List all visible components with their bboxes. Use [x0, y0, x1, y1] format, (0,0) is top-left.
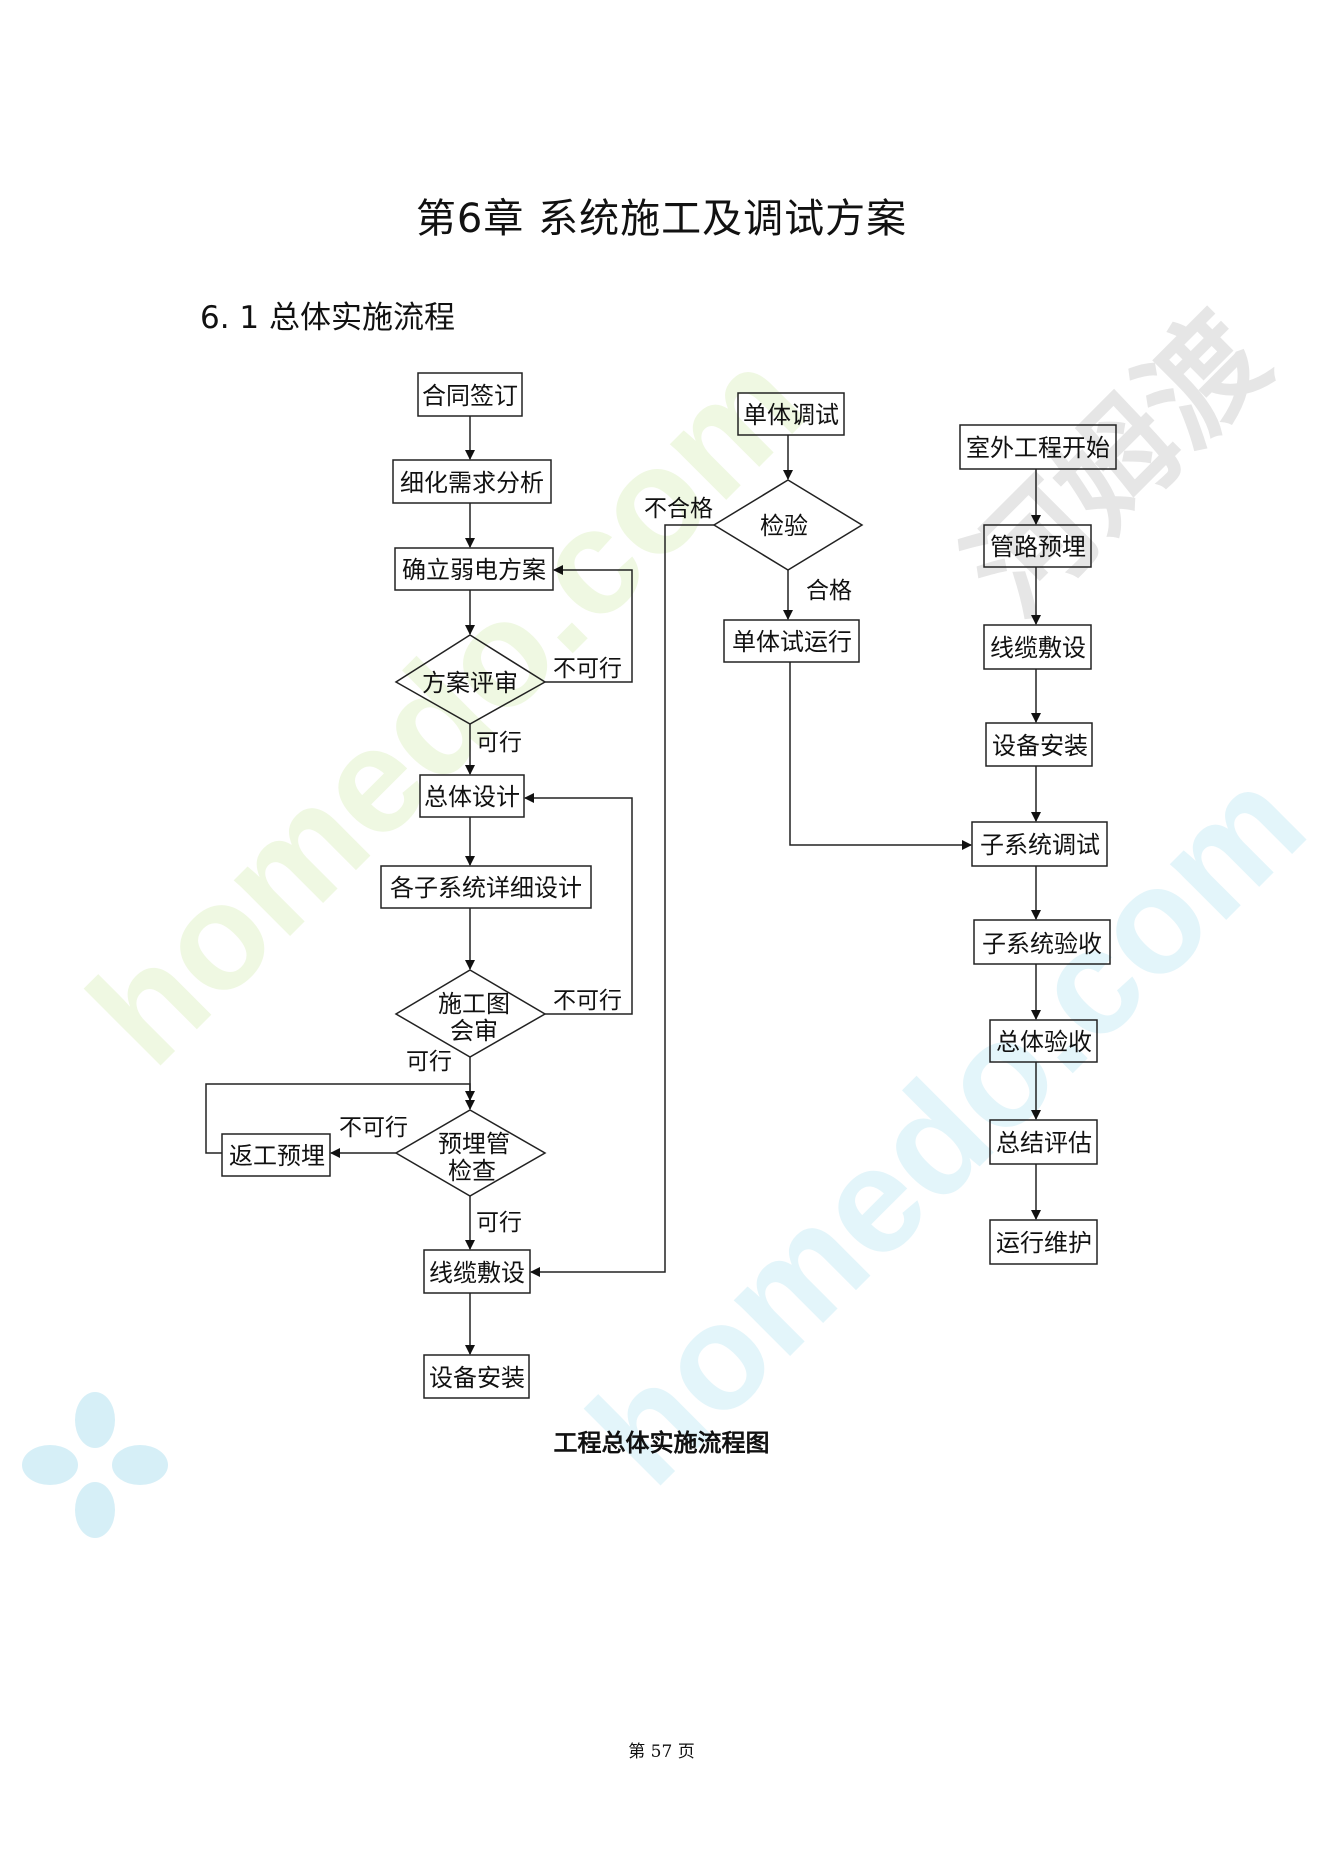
text-pipe-bury: 管路预埋: [990, 533, 1086, 561]
node-subsystem-accept: [973, 919, 1111, 965]
watermark-flower-icon: [22, 1392, 168, 1538]
label-not-ok-2: 不可行: [553, 988, 622, 1014]
node-maintain: [989, 1219, 1098, 1265]
node-unit-debug: [737, 392, 845, 436]
text-pipe-check-1: 预埋管: [438, 1130, 510, 1158]
text-subsystem-design: 各子系统详细设计: [390, 874, 582, 902]
text-overall-design: 总体设计: [424, 783, 520, 811]
node-summary: [989, 1119, 1098, 1165]
section-title: 6. 1 总体实施流程: [200, 300, 456, 336]
text-contract: 合同签订: [422, 382, 518, 410]
text-cabling-left: 线缆敷设: [429, 1259, 525, 1287]
label-ok-3: 可行: [476, 1210, 522, 1236]
node-outdoor-start: [959, 424, 1117, 470]
text-subsystem-accept: 子系统验收: [982, 930, 1102, 958]
node-install-right: [985, 722, 1093, 767]
text-scheme: 确立弱电方案: [402, 556, 546, 584]
node-install-left: [423, 1354, 530, 1399]
label-not-ok-3: 不可行: [339, 1115, 408, 1141]
node-overall-accept: [989, 1019, 1098, 1063]
text-scheme-review: 方案评审: [422, 669, 518, 697]
text-drawing-review-2: 会审: [450, 1017, 498, 1045]
label-fail: 不合格: [644, 496, 713, 522]
text-install-left: 设备安装: [429, 1364, 525, 1392]
text-rework: 返工预埋: [229, 1142, 325, 1170]
label-ok-2: 可行: [406, 1049, 452, 1075]
text-unit-run: 单体试运行: [732, 628, 852, 656]
page-number: 第 57 页: [628, 1742, 695, 1762]
node-cabling-right: [983, 624, 1092, 670]
text-summary: 总结评估: [996, 1129, 1092, 1157]
text-overall-accept: 总体验收: [996, 1028, 1092, 1056]
text-install-right: 设备安装: [992, 732, 1088, 760]
label-not-ok-1: 不可行: [553, 656, 622, 682]
chapter-title: 第6章 系统施工及调试方案: [415, 196, 908, 242]
text-unit-debug: 单体调试: [743, 401, 839, 429]
text-outdoor-start: 室外工程开始: [966, 434, 1110, 462]
text-pipe-check-2: 检查: [448, 1157, 496, 1185]
text-cabling-right: 线缆敷设: [990, 634, 1086, 662]
label-ok-1: 可行: [476, 730, 522, 756]
node-unit-run: [723, 619, 860, 663]
text-drawing-review-1: 施工图: [438, 990, 510, 1018]
node-subsystem-debug: [971, 821, 1108, 867]
text-requirements: 细化需求分析: [400, 469, 544, 497]
node-subsystem-design: [380, 865, 592, 909]
label-pass: 合格: [806, 578, 852, 604]
text-subsystem-debug: 子系统调试: [980, 831, 1100, 859]
text-inspect: 检验: [760, 512, 808, 540]
node-requirements: [392, 459, 552, 504]
node-pipe-bury: [983, 524, 1092, 568]
figure-caption: 工程总体实施流程图: [553, 1428, 770, 1457]
text-maintain: 运行维护: [996, 1229, 1092, 1257]
